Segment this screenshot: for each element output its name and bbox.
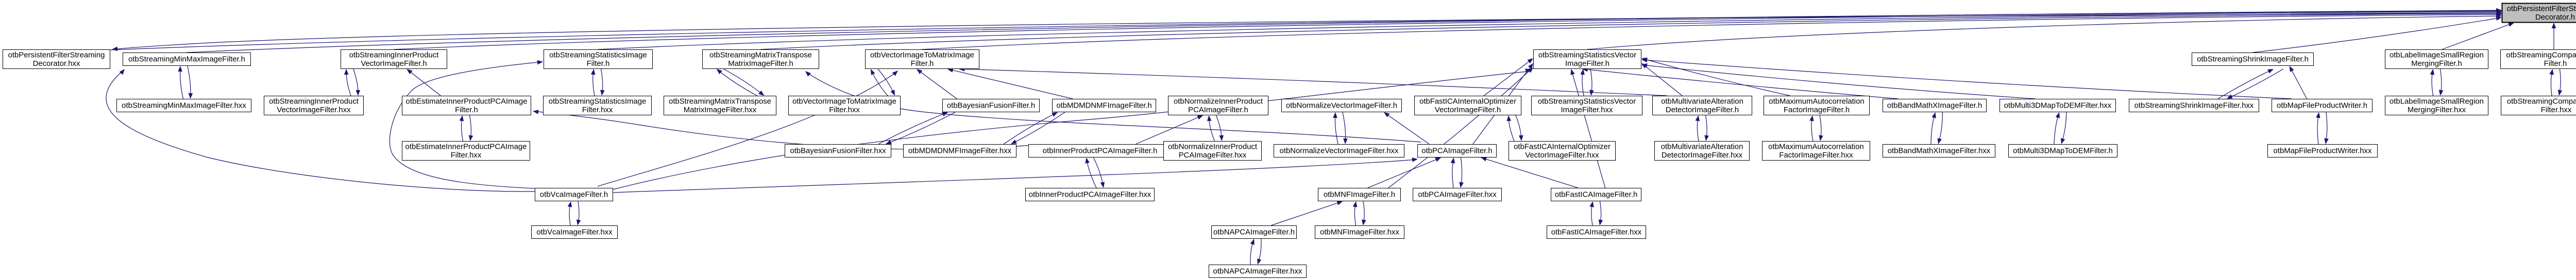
svg-text:otbMaximumAutocorrelation: otbMaximumAutocorrelation: [1768, 143, 1863, 151]
svg-text:VectorImageFilter.hxx: VectorImageFilter.hxx: [277, 106, 351, 114]
svg-text:otbInnerProductPCAImageFilter.: otbInnerProductPCAImageFilter.h: [1043, 147, 1158, 155]
svg-text:FactorImageFilter.h: FactorImageFilter.h: [1784, 106, 1850, 114]
svg-text:Decorator.hxx: Decorator.hxx: [33, 60, 80, 68]
svg-text:DetectorImageFilter.h: DetectorImageFilter.h: [1666, 106, 1739, 114]
svg-text:otbPersistentFilterStreaming: otbPersistentFilterStreaming: [2507, 5, 2576, 13]
svg-text:otbBayesianFusionFilter.h: otbBayesianFusionFilter.h: [947, 102, 1035, 110]
svg-text:otbMaximumAutocorrelation: otbMaximumAutocorrelation: [1769, 98, 1864, 106]
svg-text:Filter.h: Filter.h: [911, 60, 934, 68]
svg-text:otbStreamingMatrixTranspose: otbStreamingMatrixTranspose: [669, 98, 771, 106]
svg-text:otbStreamingInnerProduct: otbStreamingInnerProduct: [349, 51, 439, 60]
svg-text:Filter.hxx: Filter.hxx: [2541, 106, 2572, 114]
svg-text:FactorImageFilter.hxx: FactorImageFilter.hxx: [1779, 151, 1853, 160]
svg-text:otbVectorImageToMatrixImage: otbVectorImageToMatrixImage: [792, 98, 896, 106]
svg-text:otbMultivariateAlteration: otbMultivariateAlteration: [1661, 98, 1743, 106]
svg-text:Decorator.h: Decorator.h: [2535, 13, 2575, 22]
svg-text:otbStreamingCompareImage: otbStreamingCompareImage: [2507, 98, 2576, 106]
svg-text:ImageFilter.h: ImageFilter.h: [1565, 60, 1609, 68]
svg-text:otbStreamingCompareImage: otbStreamingCompareImage: [2506, 51, 2576, 60]
svg-text:otbMulti3DMapToDEMFilter.hxx: otbMulti3DMapToDEMFilter.hxx: [2004, 102, 2112, 110]
svg-text:otbMultivariateAlteration: otbMultivariateAlteration: [1661, 143, 1743, 151]
svg-text:otbPersistentFilterStreaming: otbPersistentFilterStreaming: [8, 51, 105, 60]
svg-text:Filter.h: Filter.h: [587, 60, 610, 68]
svg-text:otbStreamingStatisticsImage: otbStreamingStatisticsImage: [549, 51, 647, 60]
svg-text:otbStreamingShrinkImageFilter.: otbStreamingShrinkImageFilter.h: [2197, 56, 2309, 64]
svg-text:otbMapFileProductWriter.hxx: otbMapFileProductWriter.hxx: [2274, 147, 2372, 155]
svg-text:otbStreamingStatisticsImage: otbStreamingStatisticsImage: [549, 98, 647, 106]
svg-text:otbFastICAImageFilter.hxx: otbFastICAImageFilter.hxx: [1551, 229, 1642, 237]
svg-text:otbVectorImageToMatrixImage: otbVectorImageToMatrixImage: [870, 51, 974, 60]
svg-text:otbStreamingShrinkImageFilter.: otbStreamingShrinkImageFilter.hxx: [2134, 102, 2254, 110]
svg-text:otbEstimateInnerProductPCAImag: otbEstimateInnerProductPCAImage: [406, 98, 528, 106]
svg-text:otbFastICAImageFilter.h: otbFastICAImageFilter.h: [1555, 191, 1638, 199]
svg-text:otbVcaImageFilter.h: otbVcaImageFilter.h: [540, 191, 608, 199]
svg-text:MatrixImageFilter.h: MatrixImageFilter.h: [728, 60, 793, 68]
svg-text:DetectorImageFilter.hxx: DetectorImageFilter.hxx: [1662, 151, 1743, 160]
svg-text:otbBayesianFusionFilter.hxx: otbBayesianFusionFilter.hxx: [790, 147, 886, 155]
svg-text:otbLabelImageSmallRegion: otbLabelImageSmallRegion: [2389, 51, 2484, 60]
svg-text:Filter.h: Filter.h: [2544, 60, 2567, 68]
svg-text:otbNAPCAImageFilter.h: otbNAPCAImageFilter.h: [1213, 229, 1295, 237]
svg-text:otbMNFImageFilter.hxx: otbMNFImageFilter.hxx: [1320, 229, 1399, 237]
svg-text:VectorImageFilter.h: VectorImageFilter.h: [1435, 106, 1501, 114]
svg-text:otbInnerProductPCAImageFilter.: otbInnerProductPCAImageFilter.hxx: [1029, 191, 1151, 199]
svg-text:otbFastICAInternalOptimizer: otbFastICAInternalOptimizer: [1514, 143, 1611, 151]
svg-text:otbLabelImageSmallRegion: otbLabelImageSmallRegion: [2389, 98, 2484, 106]
svg-text:otbStreamingMinMaxImageFilter.: otbStreamingMinMaxImageFilter.hxx: [122, 102, 246, 110]
svg-text:otbStreamingMinMaxImageFilter.: otbStreamingMinMaxImageFilter.h: [128, 56, 245, 64]
svg-text:otbVcaImageFilter.hxx: otbVcaImageFilter.hxx: [536, 229, 613, 237]
svg-text:otbPCAImageFilter.hxx: otbPCAImageFilter.hxx: [1418, 191, 1497, 199]
svg-text:otbMDMDNMFImageFilter.h: otbMDMDNMFImageFilter.h: [1056, 102, 1151, 110]
svg-text:otbNormalizeVectorImageFilter.: otbNormalizeVectorImageFilter.h: [1286, 102, 1397, 110]
svg-text:otbStreamingMatrixTranspose: otbStreamingMatrixTranspose: [709, 51, 812, 60]
svg-text:Filter.hxx: Filter.hxx: [451, 151, 482, 160]
svg-text:otbBandMathXImageFilter.hxx: otbBandMathXImageFilter.hxx: [1888, 147, 1991, 155]
svg-text:PCAImageFilter.h: PCAImageFilter.h: [1188, 106, 1248, 114]
svg-text:otbMulti3DMapToDEMFilter.h: otbMulti3DMapToDEMFilter.h: [2013, 147, 2113, 155]
svg-text:Filter.h: Filter.h: [455, 106, 478, 114]
svg-text:ImageFilter.hxx: ImageFilter.hxx: [1561, 106, 1614, 114]
svg-text:Filter.hxx: Filter.hxx: [582, 106, 613, 114]
svg-text:otbMapFileProductWriter.h: otbMapFileProductWriter.h: [2277, 102, 2367, 110]
svg-text:PCAImageFilter.hxx: PCAImageFilter.hxx: [1179, 151, 1247, 160]
svg-text:MatrixImageFilter.hxx: MatrixImageFilter.hxx: [684, 106, 757, 114]
svg-text:otbPCAImageFilter.h: otbPCAImageFilter.h: [1421, 147, 1492, 155]
svg-text:VectorImageFilter.hxx: VectorImageFilter.hxx: [1525, 151, 1599, 160]
svg-text:otbMDMDNMFImageFilter.hxx: otbMDMDNMFImageFilter.hxx: [908, 147, 1012, 155]
svg-text:otbStreamingStatisticsVector: otbStreamingStatisticsVector: [1538, 51, 1636, 60]
svg-text:otbNAPCAImageFilter.hxx: otbNAPCAImageFilter.hxx: [1213, 268, 1303, 276]
svg-text:otbStreamingInnerProduct: otbStreamingInnerProduct: [269, 98, 359, 106]
svg-text:otbBandMathXImageFilter.h: otbBandMathXImageFilter.h: [1887, 102, 1982, 110]
svg-text:otbFastICAInternalOptimizer: otbFastICAInternalOptimizer: [1419, 98, 1516, 106]
svg-text:MergingFilter.h: MergingFilter.h: [2411, 60, 2462, 68]
svg-text:otbNormalizeInnerProduct: otbNormalizeInnerProduct: [1174, 98, 1263, 106]
svg-text:otbNormalizeInnerProduct: otbNormalizeInnerProduct: [1168, 143, 1258, 151]
svg-text:otbStreamingStatisticsVector: otbStreamingStatisticsVector: [1538, 98, 1636, 106]
svg-text:MergingFilter.hxx: MergingFilter.hxx: [2408, 106, 2466, 114]
svg-text:otbMNFImageFilter.h: otbMNFImageFilter.h: [1324, 191, 1395, 199]
svg-text:VectorImageFilter.h: VectorImageFilter.h: [361, 60, 427, 68]
svg-text:otbEstimateInnerProductPCAImag: otbEstimateInnerProductPCAImage: [405, 143, 527, 151]
svg-text:otbNormalizeVectorImageFilter.: otbNormalizeVectorImageFilter.hxx: [1280, 147, 1399, 155]
svg-text:Filter.hxx: Filter.hxx: [829, 106, 860, 114]
